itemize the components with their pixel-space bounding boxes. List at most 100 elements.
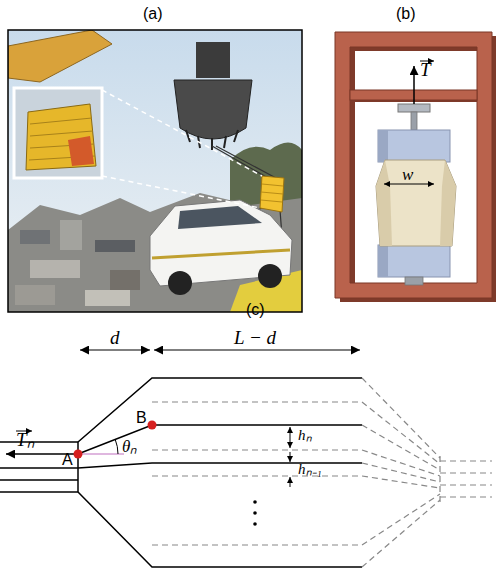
clamp [378, 130, 388, 162]
photo-panel [260, 176, 284, 212]
sheet-lines [0, 441, 78, 443]
photo-panel [152, 250, 290, 258]
dimension-arrow [80, 350, 360, 351]
photo-panel [30, 260, 80, 278]
dimension-label: d [110, 328, 120, 347]
photo-panel [178, 206, 262, 229]
thickness-arrow [290, 427, 291, 487]
dashed-sheet-lines [362, 500, 440, 567]
dimension-label: L − d [234, 328, 276, 347]
sheet-lines [0, 479, 78, 481]
ellipsis-dots [253, 500, 257, 526]
dashed-sheet-lines [440, 472, 492, 473]
photo-panel [110, 270, 140, 290]
dimension-arrow [384, 184, 434, 185]
panel-label: (a) [143, 6, 163, 22]
interleaved-books [440, 160, 456, 246]
dimension-arrow [384, 184, 434, 185]
dashed-sheet-lines [152, 401, 362, 402]
angle-marker [78, 453, 124, 454]
thickness-symbol: hₙ [298, 428, 312, 443]
dashed-sheet-lines [152, 378, 492, 567]
photo-panel [196, 42, 230, 78]
photo-panel [60, 220, 82, 250]
dashed-sheet-lines [440, 496, 492, 497]
thickness-symbol: hₙ₋₁ [298, 462, 322, 477]
photo-panel [8, 30, 302, 312]
clamp [378, 130, 450, 162]
panel-label: (c) [246, 302, 265, 318]
force-arrow [414, 61, 434, 104]
force-symbol: T [420, 60, 431, 79]
photo-panel [95, 240, 135, 252]
test-frame [411, 112, 417, 130]
photo-panel [261, 184, 283, 202]
point-label: A [62, 452, 73, 468]
photo-panel [8, 30, 112, 82]
photo-panel [8, 193, 302, 312]
photo-border [8, 30, 302, 312]
force-arrow [413, 66, 415, 104]
dashed-sheet-lines [440, 460, 492, 461]
thickness-arrow [290, 477, 291, 487]
ellipsis-dots [253, 500, 257, 504]
force-arrow [6, 431, 78, 454]
thickness-arrow [290, 427, 291, 448]
sheet-lines [78, 492, 362, 567]
interleaved-books [376, 160, 456, 246]
dashed-sheet-lines [440, 484, 492, 485]
clamp [378, 245, 450, 277]
contact-point [74, 450, 83, 459]
angle-marker [78, 439, 124, 454]
photo-panel [14, 88, 102, 178]
dashed-sheet-lines [152, 544, 362, 545]
dashed-sheet-lines [362, 476, 440, 488]
dashed-sheet-lines [362, 378, 440, 458]
test-frame [335, 32, 496, 302]
dimension-arrow [80, 349, 150, 350]
photo-panel [258, 264, 282, 288]
width-symbol: w [402, 166, 413, 183]
photo-panel [20, 230, 50, 244]
test-frame [335, 32, 492, 298]
photo-panel [168, 271, 192, 295]
force-symbol: Tₙ [16, 430, 35, 449]
dashed-sheet-lines [439, 456, 440, 502]
sheet-lines [0, 491, 78, 493]
point-label: B [136, 410, 147, 426]
ellipsis-dots [253, 522, 257, 526]
contact-point [148, 421, 157, 430]
panel-label: (b) [396, 6, 416, 22]
photo-panel [102, 90, 262, 208]
thickness-arrow [290, 452, 291, 462]
ellipsis-dots [253, 511, 257, 515]
photo-panel [212, 146, 276, 178]
angle-symbol: θₙ [122, 438, 137, 455]
photo-panel [8, 30, 302, 312]
sheet-lines [0, 378, 362, 567]
dashed-sheet-lines [362, 463, 440, 482]
sheet-lines [78, 425, 362, 454]
clamp [405, 277, 423, 285]
angle-marker [115, 439, 118, 454]
photo-panel [68, 136, 94, 166]
dimension-arrow [154, 349, 360, 350]
sheet-lines [78, 378, 362, 442]
photo-panel [186, 130, 238, 150]
clamp [378, 245, 388, 277]
photo-panel [85, 290, 130, 306]
dashed-sheet-lines [152, 475, 362, 476]
dashed-sheet-lines [362, 402, 440, 464]
photo-panel [26, 104, 96, 170]
dashed-sheet-lines [152, 449, 362, 450]
interleaved-books [376, 160, 392, 246]
test-frame [340, 36, 496, 302]
contact-point [74, 421, 157, 459]
photo-panel [15, 285, 55, 305]
dashed-sheet-lines [362, 494, 440, 545]
test-frame [398, 104, 430, 112]
interleaved-books [376, 160, 456, 246]
